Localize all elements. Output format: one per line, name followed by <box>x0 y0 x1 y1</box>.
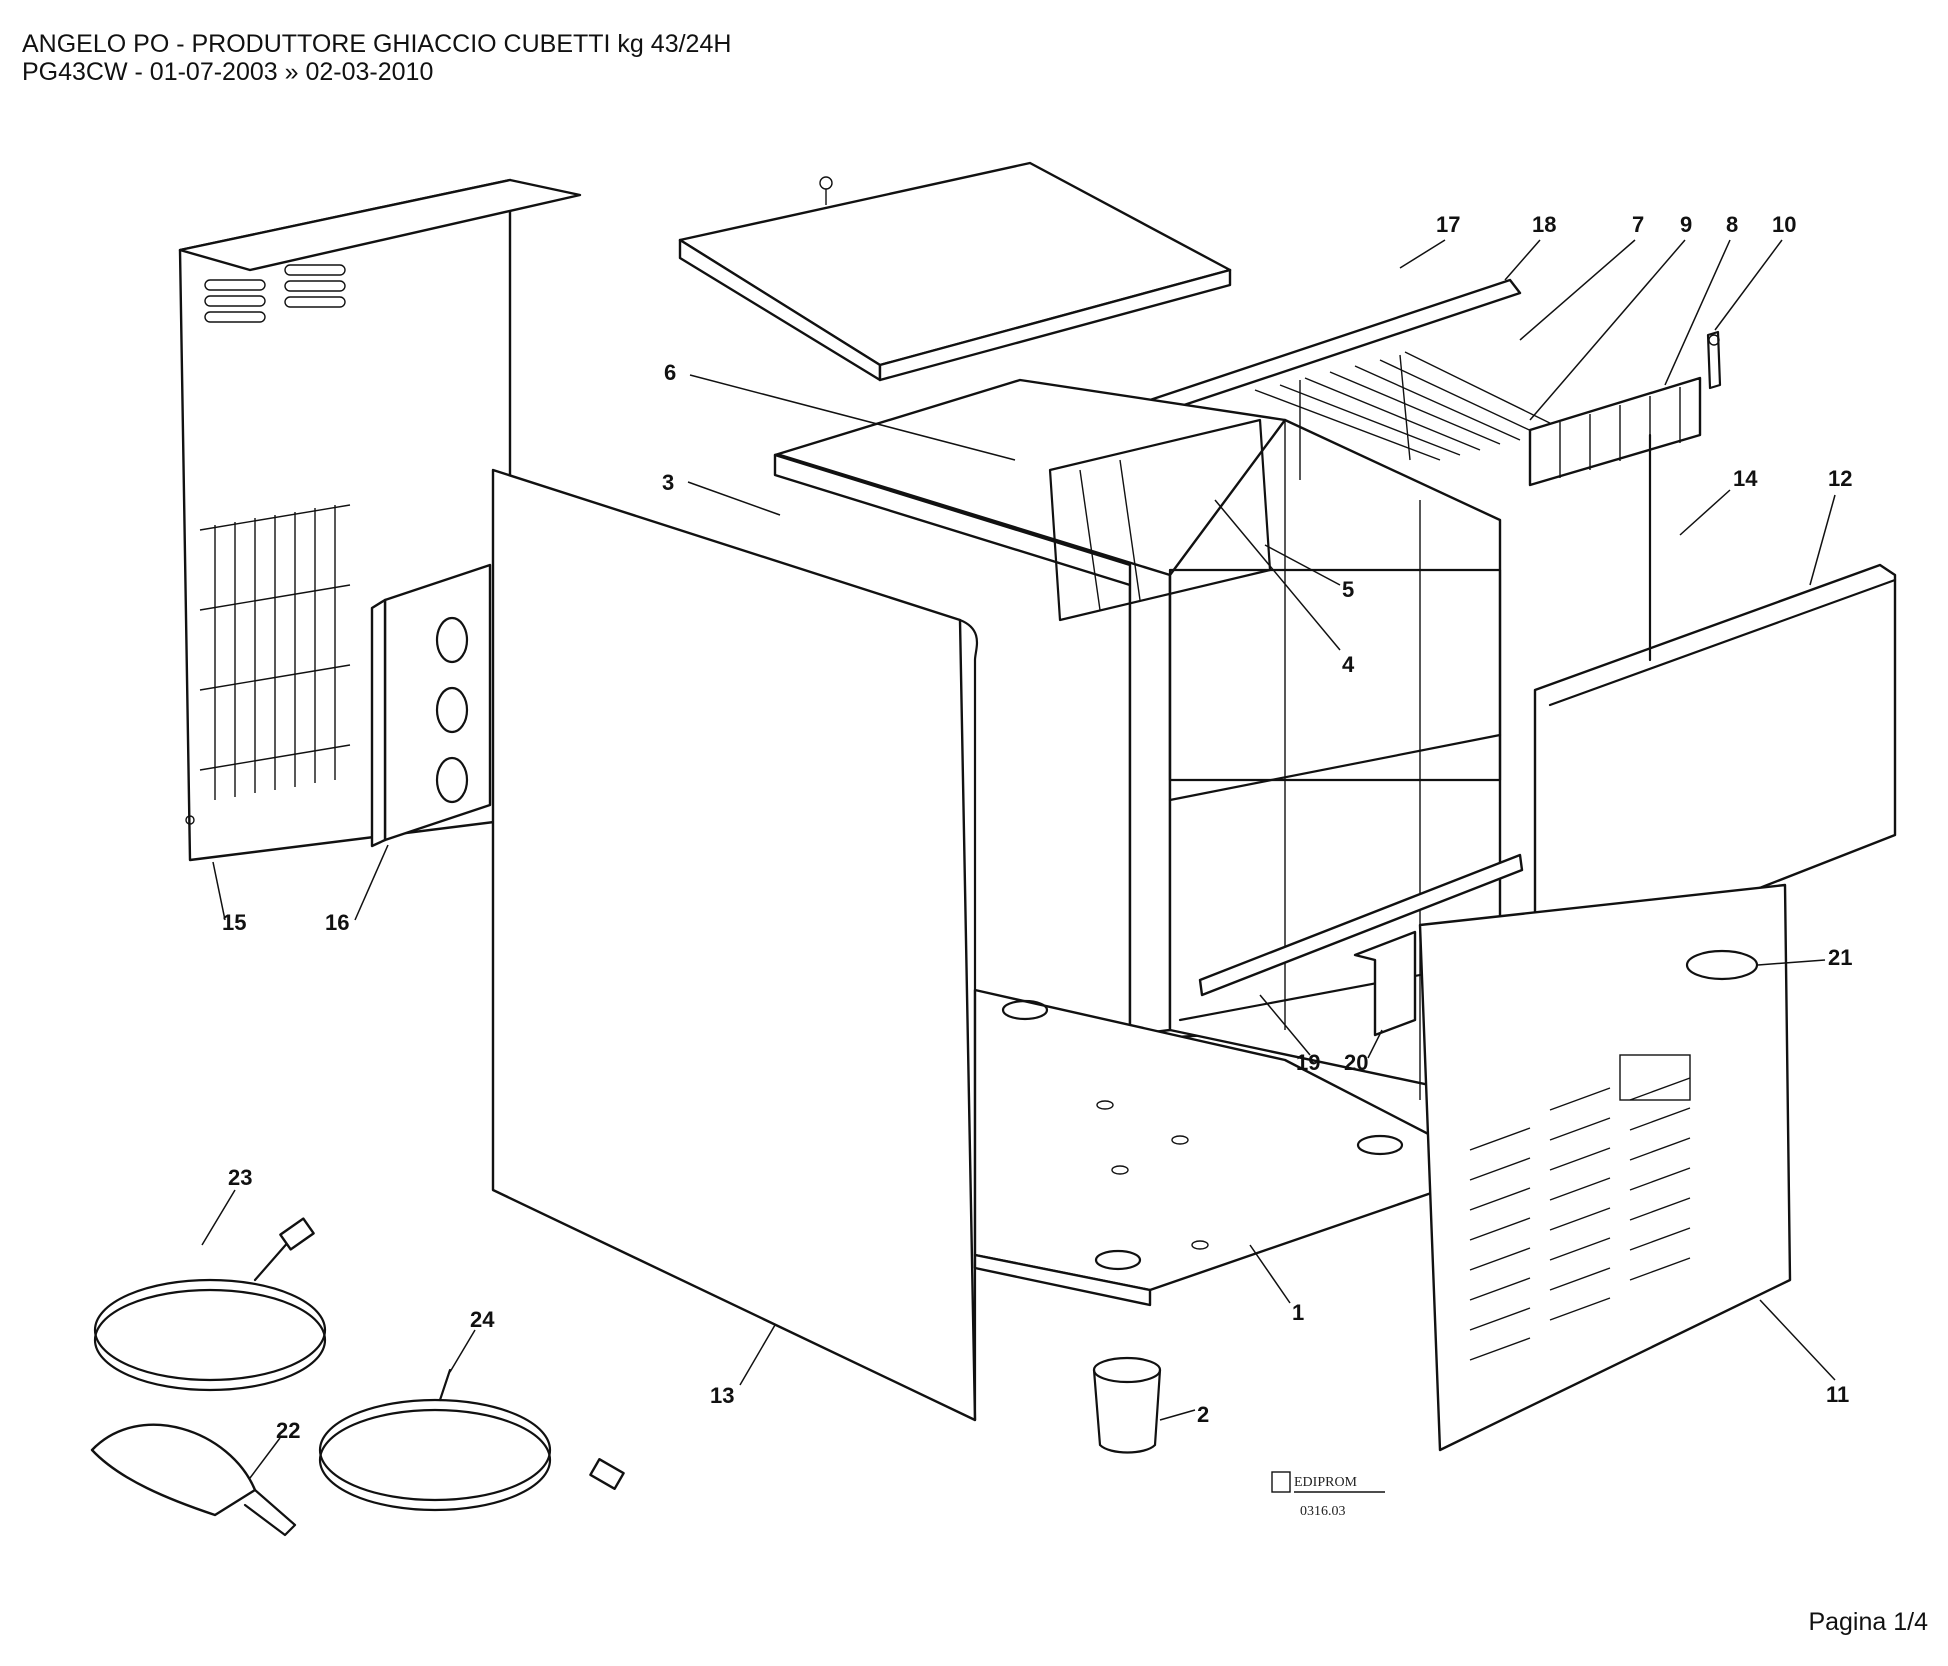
leader-lines <box>201 239 1836 1479</box>
callout-2: 2 <box>1197 1402 1209 1427</box>
callout-19: 19 <box>1296 1050 1320 1075</box>
callout-13: 13 <box>710 1383 734 1408</box>
bracket <box>1706 330 1722 390</box>
inlet-hose <box>93 1217 327 1392</box>
callout-11: 11 <box>1826 1382 1849 1407</box>
deflector-strip <box>1528 376 1702 487</box>
callout-1: 1 <box>1292 1300 1304 1325</box>
logo-code: 0316.03 <box>1300 1504 1346 1519</box>
document-title: ANGELO PO - PRODUTTORE GHIACCIO CUBETTI … <box>22 30 732 58</box>
main-cabinet <box>773 351 1561 1102</box>
callout-21: 21 <box>1828 945 1852 970</box>
front-rail <box>1198 853 1524 997</box>
callout-7: 7 <box>1632 212 1644 237</box>
top-lid <box>678 161 1232 382</box>
callout-14: 14 <box>1733 466 1758 491</box>
condenser-plate <box>370 563 492 848</box>
front-side-panel <box>491 468 978 1422</box>
callout-4: 4 <box>1342 652 1355 677</box>
callout-15: 15 <box>222 910 246 935</box>
drain-hose <box>318 1368 625 1512</box>
hinge-bracket <box>1353 930 1417 1037</box>
base-plate <box>973 988 1442 1307</box>
callout-3: 3 <box>662 470 674 495</box>
callout-20: 20 <box>1344 1050 1368 1075</box>
callout-22: 22 <box>276 1418 300 1443</box>
callout-12: 12 <box>1828 466 1852 491</box>
callout-5: 5 <box>1342 577 1354 602</box>
callout-labels: 1 2 3 4 5 6 7 8 9 10 11 12 13 14 15 16 1… <box>222 212 1852 1443</box>
ice-scoop <box>90 1423 297 1537</box>
callout-9: 9 <box>1680 212 1692 237</box>
logo-brand: EDIPROM <box>1294 1475 1358 1490</box>
callout-24: 24 <box>470 1307 495 1332</box>
callout-8: 8 <box>1726 212 1738 237</box>
page-number: Pagina 1/4 <box>1808 1608 1928 1636</box>
callout-10: 10 <box>1772 212 1796 237</box>
adjustable-foot <box>1092 1356 1162 1454</box>
callout-16: 16 <box>325 910 349 935</box>
model-and-dates: PG43CW - 01-07-2003 » 02-03-2010 <box>22 58 434 86</box>
callout-23: 23 <box>228 1165 252 1190</box>
callout-6: 6 <box>664 360 676 385</box>
front-grille <box>1418 883 1792 1452</box>
callout-18: 18 <box>1532 212 1556 237</box>
lid-seal-bar <box>1148 278 1522 427</box>
callout-17: 17 <box>1436 212 1460 237</box>
ediprom-logo: EDIPROM 0316.03 <box>1271 1471 1385 1519</box>
